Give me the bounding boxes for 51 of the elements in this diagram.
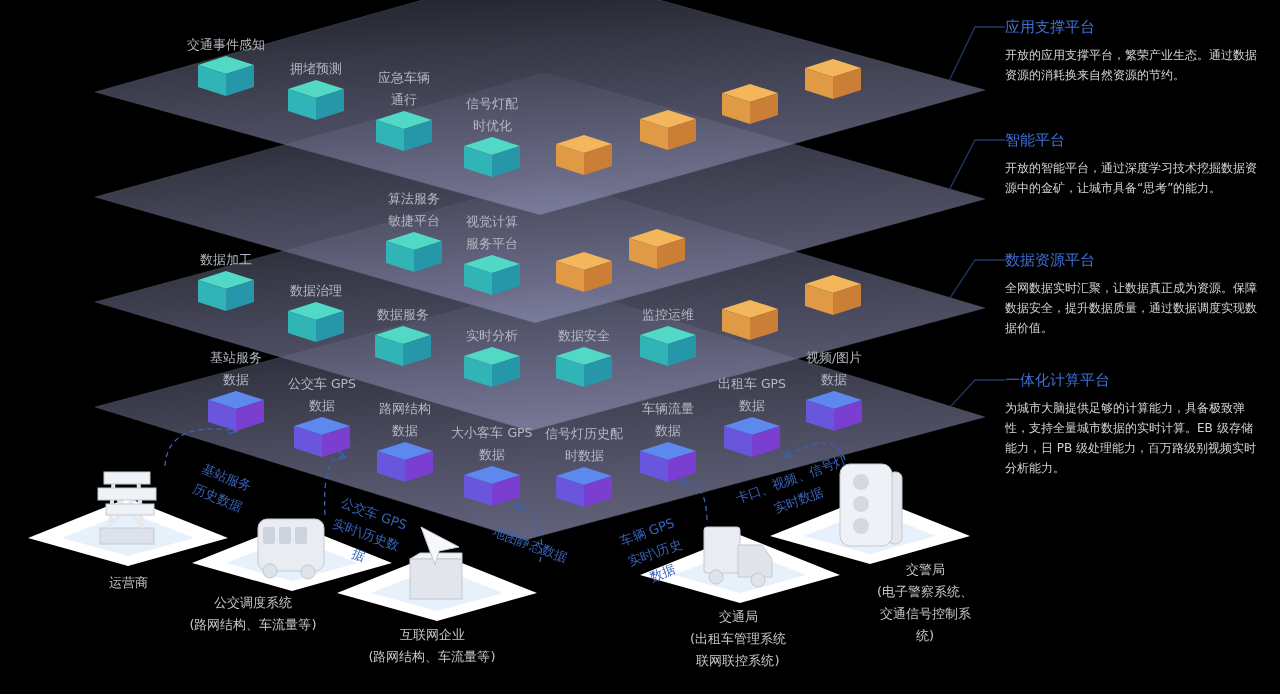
cube-label: 数据服务 — [376, 306, 430, 324]
platform-title: 应用支撑平台 — [1005, 17, 1096, 37]
cube-label: 大小客车 GPS数据 — [450, 424, 534, 464]
cube-label: 监控运维 — [641, 306, 695, 324]
cube-label: 出租车 GPS数据 — [716, 375, 788, 415]
cube-label: 实时分析 — [465, 327, 519, 345]
cube-label: 信号灯配时优化 — [465, 95, 519, 135]
source-note: (出租车管理系统联网联控系统) — [688, 630, 788, 670]
source-name: 交通局 — [717, 608, 759, 626]
platform-description: 开放的应用支撑平台，繁荣产业生态。通过数据资源的消耗换来自然资源的节约。 — [1005, 47, 1257, 84]
platform-title: 一体化计算平台 — [1005, 370, 1111, 390]
cube-label: 基站服务数据 — [209, 349, 263, 389]
source-name: 公交调度系统 — [213, 594, 293, 612]
edge-label: 地图静态数据 — [489, 523, 571, 567]
leader-line — [949, 259, 1006, 299]
platform-title: 数据资源平台 — [1005, 250, 1096, 270]
cube-label: 数据加工 — [199, 251, 253, 269]
dashed-arrow — [678, 476, 708, 521]
platform-title: 智能平台 — [1005, 130, 1066, 150]
cube-label: 视频/图片数据 — [804, 349, 864, 389]
source-note: (路网结构、车流量等) — [367, 648, 497, 666]
cube-label: 视觉计算服务平台 — [465, 213, 519, 253]
dashed-arrow — [324, 451, 347, 516]
edge-label: 车辆 GPS实时\历史数据 — [617, 514, 685, 587]
source-name: 交警局 — [904, 561, 946, 579]
dashed-arrow — [513, 503, 543, 563]
cube-label: 车辆流量数据 — [641, 400, 695, 440]
cube-label: 数据安全 — [557, 327, 611, 345]
source-name: 互联网企业 — [398, 626, 466, 644]
cube-label: 拥堵预测 — [289, 60, 343, 78]
edge-label: 基站服务历史数据 — [190, 459, 255, 517]
source-note: (电子警察系统、交通信号控制系统) — [875, 583, 975, 645]
cube-label: 交通事件感知 — [186, 36, 266, 54]
platform-description: 开放的智能平台，通过深度学习技术挖掘数据资源中的金矿，让城市具备“思考”的能力。 — [1005, 160, 1257, 197]
dashed-arrow — [164, 425, 238, 467]
cube-label: 信号灯历史配时数据 — [544, 425, 624, 465]
leader-line — [948, 26, 1006, 81]
platform-description: 为城市大脑提供足够的计算能力，具备极致弹性，支持全量城市数据的实时计算。EB 级存储能力，日 PB 级处理能力，百万路级别视频实时分析能力。 — [1005, 400, 1257, 477]
edge-label: 公交车 GPS实时\历史数据 — [330, 493, 410, 567]
leader-line — [949, 379, 1006, 408]
cube-label: 路网结构数据 — [378, 400, 432, 440]
platform-description: 全网数据实时汇聚，让数据真正成为资源。保障数据安全，提升数据质量，通过数据调度实现数据价值。 — [1005, 280, 1257, 337]
dashed-arrow — [783, 442, 846, 461]
leader-line — [949, 139, 1006, 190]
cube-label: 应急车辆通行 — [377, 69, 431, 109]
cube-label: 算法服务敏捷平台 — [387, 190, 441, 230]
cube-label: 数据治理 — [289, 282, 343, 300]
cube-label: 公交车 GPS数据 — [286, 375, 358, 415]
edge-label: 卡口、视频、信号灯实时数据 — [732, 451, 850, 518]
source-note: (路网结构、车流量等) — [188, 616, 318, 634]
source-name: 运营商 — [107, 574, 149, 592]
